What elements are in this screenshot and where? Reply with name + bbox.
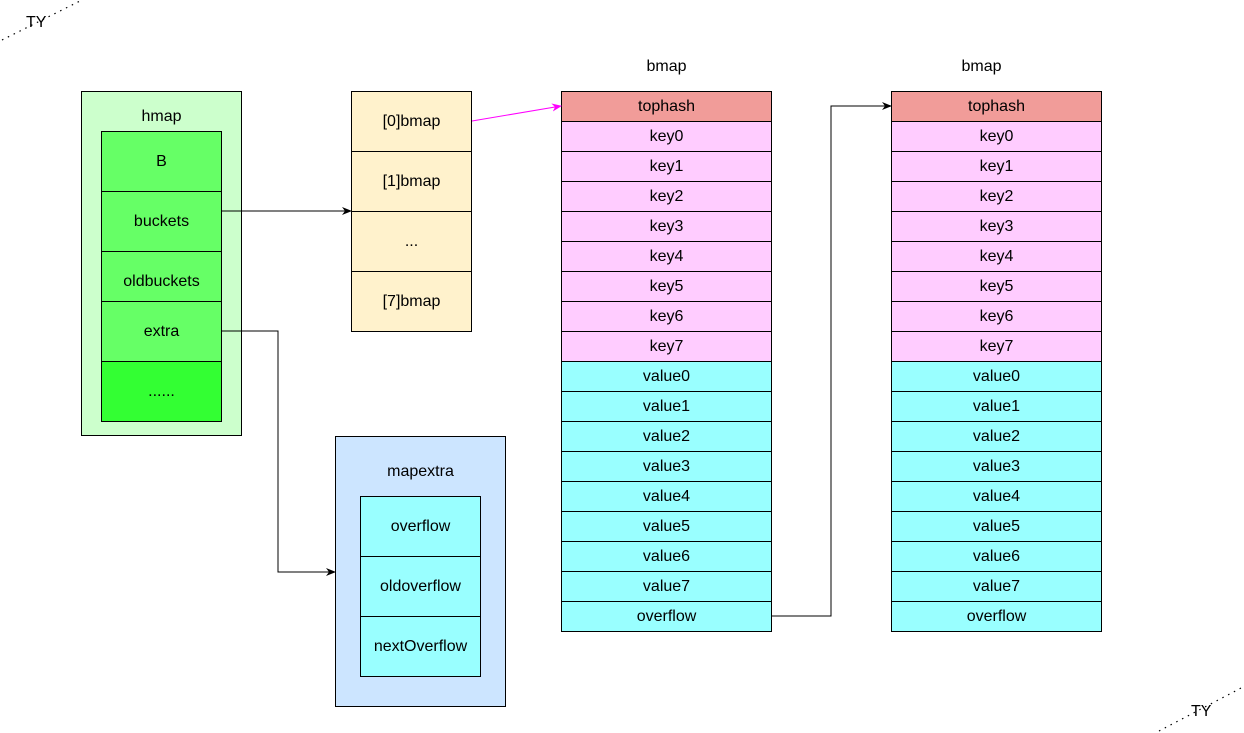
bucket-cell-ellipsis: ... (351, 211, 472, 272)
bmap-left-key-4: key4 (561, 241, 772, 272)
bmap-left-value-3: value3 (561, 451, 772, 482)
bmap-right-key-3: key3 (891, 211, 1102, 242)
bmap-right-key-0: key0 (891, 121, 1102, 152)
bmap-left-value-2: value2 (561, 421, 772, 452)
bucket-cell-1: [1]bmap (351, 151, 472, 212)
mapextra-field-oldoverflow: oldoverflow (360, 556, 481, 617)
hmap-title: hmap (141, 108, 182, 125)
bmap-right-tophash: tophash (891, 91, 1102, 122)
bmap-right-value-1: value1 (891, 391, 1102, 422)
watermark-dots-bottom-right (1158, 686, 1244, 732)
bmap-right-overflow: overflow (891, 601, 1102, 632)
bucket-cell-7: [7]bmap (351, 271, 472, 332)
bmap-left-key-2: key2 (561, 181, 772, 212)
bmap-right-key-7: key7 (891, 331, 1102, 362)
mapextra-field-overflow: overflow (360, 496, 481, 557)
arrow-bucket0-to-bmap (471, 103, 562, 122)
hmap-field-more: ...... (101, 361, 222, 422)
bmap-right-value-6: value6 (891, 541, 1102, 572)
bmap-left-value-1: value1 (561, 391, 772, 422)
arrow-overflow-to-next-bmap (772, 102, 892, 617)
bmap-left-title: bmap (646, 58, 687, 75)
mapextra-title: mapextra (387, 463, 454, 480)
watermark-top-left: TY (26, 14, 47, 31)
bmap-left-value-5: value5 (561, 511, 772, 542)
bmap-left-overflow: overflow (561, 601, 772, 632)
bmap-right-value-5: value5 (891, 511, 1102, 542)
bmap-right-title: bmap (961, 58, 1002, 75)
bmap-left-key-7: key7 (561, 331, 772, 362)
bmap-left-key-1: key1 (561, 151, 772, 182)
bmap-left-value-4: value4 (561, 481, 772, 512)
bmap-left-value-7: value7 (561, 571, 772, 602)
bucket-cell-0: [0]bmap (351, 91, 472, 152)
bmap-right-value-0: value0 (891, 361, 1102, 392)
bmap-right-key-2: key2 (891, 181, 1102, 212)
mapextra-field-nextoverflow: nextOverflow (360, 616, 481, 677)
arrow-extra-to-mapextra (222, 330, 336, 576)
watermark-bottom-right: TY (1191, 703, 1212, 720)
bmap-left-key-5: key5 (561, 271, 772, 302)
bmap-right-value-4: value4 (891, 481, 1102, 512)
bmap-right-key-4: key4 (891, 241, 1102, 272)
